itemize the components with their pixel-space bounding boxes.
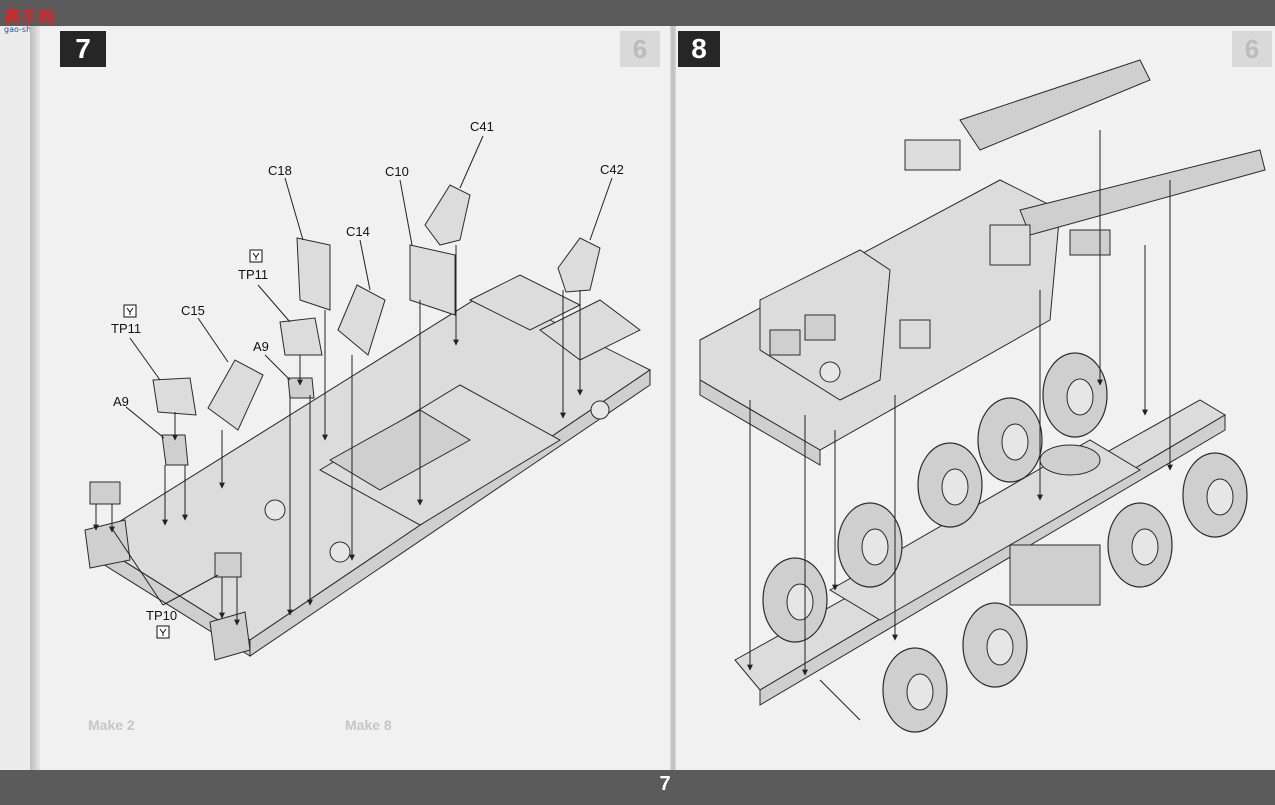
bottom-bar [0, 770, 1275, 805]
wheel-9 [882, 647, 948, 733]
label-c10: C10 [385, 164, 409, 179]
wheel-1 [1042, 352, 1108, 438]
ghost-step-badge-right: 6 [1232, 31, 1272, 67]
label-tp11-left: TP11 [111, 321, 141, 336]
part-c18 [296, 237, 331, 311]
ghost-step-badge-left: 6 [620, 31, 660, 67]
label-c18: C18 [268, 163, 292, 178]
part-tp10-left [89, 481, 121, 505]
label-c42: C42 [600, 162, 624, 177]
wheel-6 [1182, 452, 1248, 538]
label-c41: C41 [470, 119, 494, 134]
wheel-4 [837, 502, 903, 588]
top-bar [0, 0, 1275, 26]
step-badge-7: 7 [60, 31, 106, 67]
body-upper-drawing [699, 59, 1266, 466]
part-a9-upper [287, 377, 315, 399]
wheel-8 [962, 602, 1028, 688]
page-number: 7 [659, 773, 671, 795]
tp11-left-icon [123, 304, 137, 318]
part-tp11-upper [279, 317, 323, 356]
chassis-lower-drawing [734, 399, 1226, 721]
ghost-make-right: Make 8 [345, 717, 392, 733]
ghost-make-left: Make 2 [88, 717, 135, 733]
wheel-2 [977, 397, 1043, 483]
part-c14 [337, 284, 386, 356]
step7-arrows [93, 245, 583, 626]
tp10-icon [156, 625, 170, 639]
label-c15: C15 [181, 303, 205, 318]
label-tp10: TP10 [146, 608, 177, 623]
page-gutter [670, 26, 676, 770]
label-tp11-upper: TP11 [238, 267, 268, 282]
step7-leaders [112, 135, 613, 606]
label-a9-left: A9 [113, 394, 129, 409]
part-c15 [207, 359, 264, 431]
step8-arrows [747, 130, 1173, 676]
part-c41 [424, 184, 471, 246]
part-c42 [557, 237, 601, 293]
step7-parts [89, 184, 601, 578]
step-badge-8: 8 [678, 31, 720, 67]
label-c14: C14 [346, 224, 370, 239]
tp11-upper-icon [249, 249, 263, 263]
label-a9-upper: A9 [253, 339, 269, 354]
part-tp11-left [152, 377, 197, 416]
part-tp10-right [214, 552, 242, 578]
wheel-7 [1107, 502, 1173, 588]
watermark-brand: 高手网 [4, 7, 56, 26]
page-edge [30, 26, 40, 770]
wheel-5 [762, 557, 828, 643]
wheels [762, 352, 1248, 733]
wheel-3 [917, 442, 983, 528]
part-c10 [409, 244, 456, 316]
